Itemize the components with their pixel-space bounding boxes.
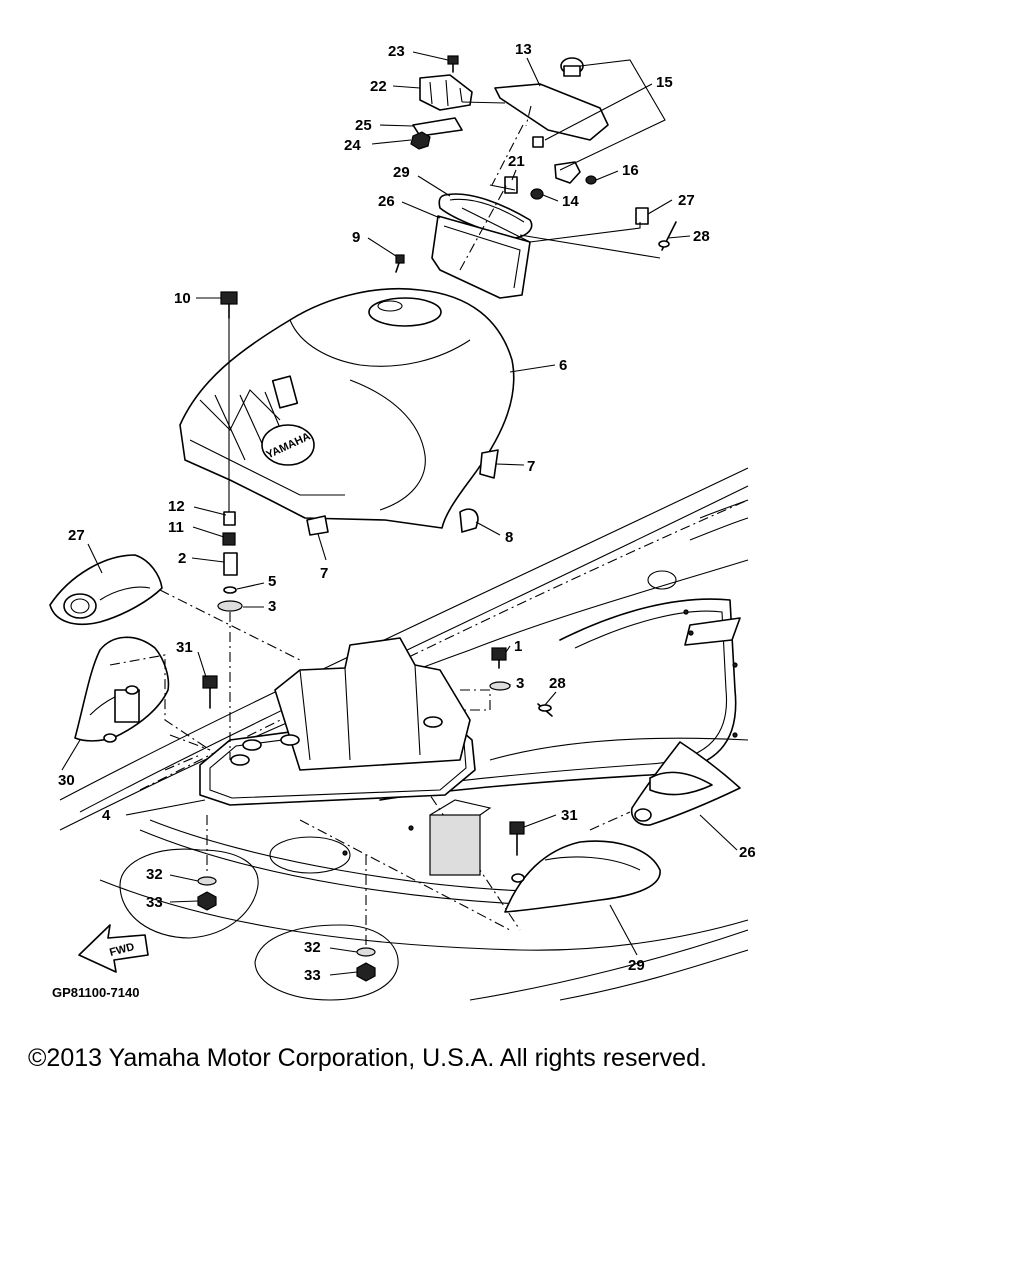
callout-3-right: 3: [516, 675, 524, 692]
callout-33-left: 33: [146, 894, 163, 911]
callout-13: 13: [515, 41, 532, 58]
callout-8: 8: [505, 529, 513, 546]
callout-18: 22: [370, 78, 387, 95]
callout-7-lower: 7: [320, 565, 328, 582]
small-pads: [306, 449, 499, 536]
callout-16: 16: [622, 162, 639, 179]
callout-9: 9: [352, 229, 360, 246]
callout-5: 4: [102, 807, 111, 824]
callout-32-left: 32: [146, 866, 163, 883]
callout-15: 15: [656, 74, 673, 91]
callout-33-right: 33: [304, 967, 321, 984]
callout-31-left: 31: [176, 639, 193, 656]
callout-19: 23: [388, 43, 405, 60]
callout-10: 10: [174, 290, 191, 307]
callout-4: 5: [268, 573, 276, 590]
callout-31-right: 31: [561, 807, 578, 824]
callout-3-left: 3: [268, 598, 276, 615]
left-bolt: [202, 675, 218, 709]
callout-14: 14: [562, 193, 579, 210]
right-duct-cover: [589, 741, 741, 831]
left-bracket: [74, 636, 211, 771]
callout-21: 25: [355, 117, 372, 134]
callout-29: 29: [628, 957, 645, 974]
left-duct-cover: [49, 554, 301, 661]
callout-11: 11: [168, 519, 184, 536]
callout-28: 28: [549, 675, 566, 692]
callout-6: 6: [559, 357, 567, 374]
parts-diagram: YAMAHA: [49, 41, 756, 1001]
right-hardware: [460, 647, 553, 717]
callout-20: 24: [344, 137, 361, 154]
leader-lines: [61, 51, 738, 976]
callout-30: 30: [58, 772, 75, 789]
callout-2: 2: [178, 550, 186, 567]
storage-lid-parts: [395, 55, 677, 299]
callout-27: 27: [68, 527, 85, 544]
diagram-code: GP81100-7140: [52, 985, 139, 1000]
callout-26: 26: [739, 844, 756, 861]
callout-32-right: 32: [304, 939, 321, 956]
fwd-arrow: FWD: [78, 924, 149, 973]
copyright-notice: ©2013 Yamaha Motor Corporation, U.S.A. A…: [28, 1044, 707, 1072]
hood-cover: YAMAHA: [179, 287, 515, 529]
callout-17: 21: [508, 153, 525, 170]
left-washer-nut: [119, 815, 259, 939]
callout-1: 1: [514, 638, 522, 655]
left-hardware-stack: [217, 291, 243, 760]
storage-box: [199, 637, 492, 876]
callout-24: 28: [693, 228, 710, 245]
callout-23: 27: [678, 192, 695, 209]
callout-22: 26: [378, 193, 395, 210]
callout-12: 12: [168, 498, 185, 515]
right-bolt: [509, 821, 525, 856]
right-bracket: [504, 840, 661, 913]
callout-7-upper: 7: [527, 458, 535, 475]
callout-25: 29: [393, 164, 410, 181]
callout-numbers: 23 13 15 22 25 24 21 16 29 14 26 27 28 9…: [52, 41, 756, 1000]
